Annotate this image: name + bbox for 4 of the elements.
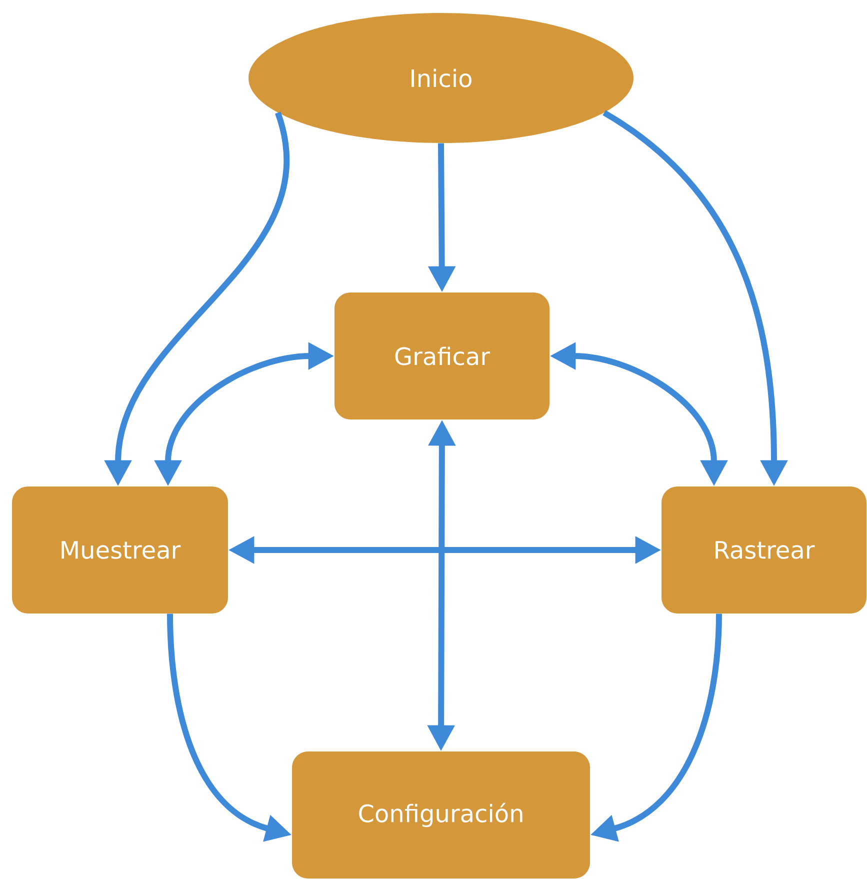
process-box: Muestrear (12, 486, 228, 614)
process-box: Configuración (292, 752, 590, 878)
process-box: Graficar (334, 292, 550, 420)
process-box: Rastrear (662, 486, 866, 614)
